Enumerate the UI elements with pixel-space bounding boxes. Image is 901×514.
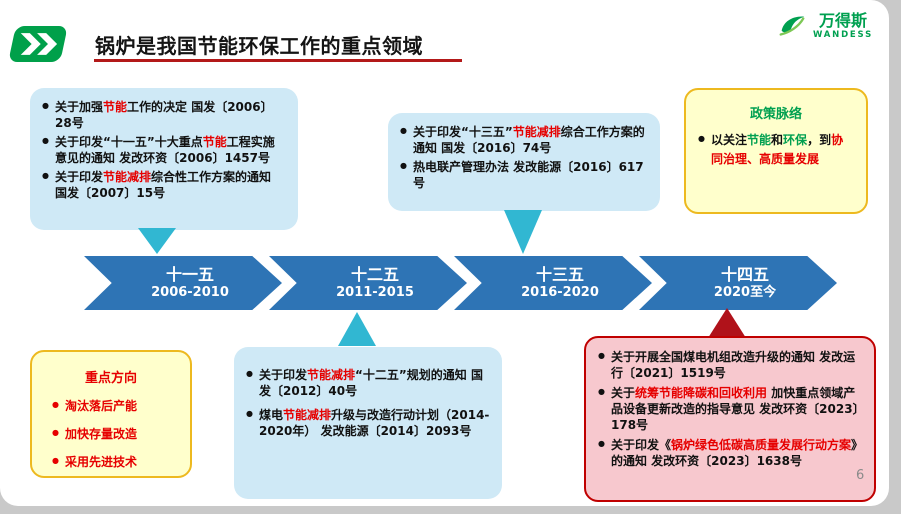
period-label: 十一五 bbox=[165, 265, 214, 285]
key-directions-title: 重点方向 bbox=[84, 371, 137, 386]
policy-item: 淘汰落后产能 bbox=[52, 398, 178, 414]
policy-item: 煤电节能减排升级与改造行动计划（2014-2020年） 发改能源〔2014〕20… bbox=[246, 407, 490, 439]
pointer-down-plan11 bbox=[138, 228, 176, 254]
period-label: 十二五 bbox=[350, 265, 399, 285]
double-chevron-icon bbox=[20, 33, 58, 55]
callout-plan13-policies: 关于印发“十三五”节能减排综合工作方案的通知 国发〔2016〕74号热电联产管理… bbox=[388, 113, 660, 211]
page-title: 锅炉是我国节能环保工作的重点领域 bbox=[95, 34, 423, 58]
policy-item: 加快存量改造 bbox=[52, 426, 178, 442]
plan13-policy-list: 关于印发“十三五”节能减排综合工作方案的通知 国发〔2016〕74号热电联产管理… bbox=[400, 124, 648, 191]
logo-name: 万得斯 bbox=[818, 10, 867, 30]
logo-text: 万得斯 WANDESS bbox=[812, 10, 873, 41]
callout-plan11-policies: 关于加强节能工作的决定 国发〔2006〕28号关于印发“十一五”十大重点节能工程… bbox=[30, 88, 298, 230]
pointer-up-plan14 bbox=[708, 308, 746, 338]
slide: 锅炉是我国节能环保工作的重点领域 万得斯 WANDESS 关于加强节能工作的决定… bbox=[0, 0, 889, 506]
policy-item: 关于印发《锅炉绿色低碳高质量发展行动方案》的通知 发改环资〔2023〕1638号 bbox=[598, 437, 862, 469]
policy-context-title: 政策脉络 bbox=[749, 107, 802, 122]
policy-item: 关于加强节能工作的决定 国发〔2006〕28号 bbox=[42, 99, 286, 131]
period-label: 十四五 bbox=[720, 265, 769, 285]
wandess-logo-icon bbox=[779, 16, 805, 36]
timeline-chevron-11th: 十一五 2006-2010 bbox=[84, 256, 282, 310]
timeline-chevron-13th: 十三五 2016-2020 bbox=[454, 256, 652, 310]
years-label: 2016-2020 bbox=[521, 285, 599, 301]
logo-subtitle: WANDESS bbox=[812, 30, 873, 41]
title-chevrons-icon bbox=[8, 26, 68, 62]
plan14-policy-list: 关于开展全国煤电机组改造升级的通知 发改运行〔2021〕1519号关于统筹节能降… bbox=[598, 349, 862, 470]
policy-item: 以关注节能和环保，到协同治理、高质量发展 bbox=[698, 131, 854, 168]
timeline-chevron-14th: 十四五 2020至今 bbox=[639, 256, 837, 310]
policy-context-list: 以关注节能和环保，到协同治理、高质量发展 bbox=[698, 131, 854, 168]
policy-item: 采用先进技术 bbox=[52, 454, 178, 470]
callout-plan14-policies: 关于开展全国煤电机组改造升级的通知 发改运行〔2021〕1519号关于统筹节能降… bbox=[584, 336, 876, 502]
policy-item: 关于统筹节能降碳和回收利用 加快重点领域产品设备更新改造的指导意见 发改环资〔2… bbox=[598, 385, 862, 433]
years-label: 2020至今 bbox=[713, 285, 777, 301]
policy-item: 关于印发节能减排“十二五”规划的通知 国发〔2012〕40号 bbox=[246, 367, 490, 399]
policy-item: 关于印发“十一五”十大重点节能工程实施意见的通知 发改环资〔2006〕1457号 bbox=[42, 134, 286, 166]
policy-item: 关于开展全国煤电机组改造升级的通知 发改运行〔2021〕1519号 bbox=[598, 349, 862, 381]
callout-plan12-policies: 关于印发节能减排“十二五”规划的通知 国发〔2012〕40号煤电节能减排升级与改… bbox=[234, 347, 502, 499]
page-number: 6 bbox=[856, 468, 865, 483]
wandess-logo: 万得斯 WANDESS bbox=[776, 10, 873, 42]
key-directions-list: 淘汰落后产能加快存量改造采用先进技术 bbox=[44, 398, 178, 470]
pointer-up-plan12 bbox=[338, 312, 376, 346]
callout-policy-context: 政策脉络 以关注节能和环保，到协同治理、高质量发展 bbox=[684, 88, 868, 214]
pointer-down-plan13 bbox=[504, 210, 542, 254]
title-underline bbox=[94, 59, 462, 62]
years-label: 2011-2015 bbox=[336, 285, 414, 301]
period-label: 十三五 bbox=[535, 265, 584, 285]
policy-item: 热电联产管理办法 发改能源〔2016〕617号 bbox=[400, 159, 648, 191]
policy-item: 关于印发“十三五”节能减排综合工作方案的通知 国发〔2016〕74号 bbox=[400, 124, 648, 156]
plan11-policy-list: 关于加强节能工作的决定 国发〔2006〕28号关于印发“十一五”十大重点节能工程… bbox=[42, 99, 286, 201]
callout-key-directions: 重点方向 淘汰落后产能加快存量改造采用先进技术 bbox=[30, 350, 192, 478]
timeline-chevron-12th: 十二五 2011-2015 bbox=[269, 256, 467, 310]
years-label: 2006-2010 bbox=[151, 285, 229, 301]
policy-item: 关于印发节能减排综合性工作方案的通知 国发〔2007〕15号 bbox=[42, 169, 286, 201]
plan12-policy-list: 关于印发节能减排“十二五”规划的通知 国发〔2012〕40号煤电节能减排升级与改… bbox=[246, 367, 490, 439]
